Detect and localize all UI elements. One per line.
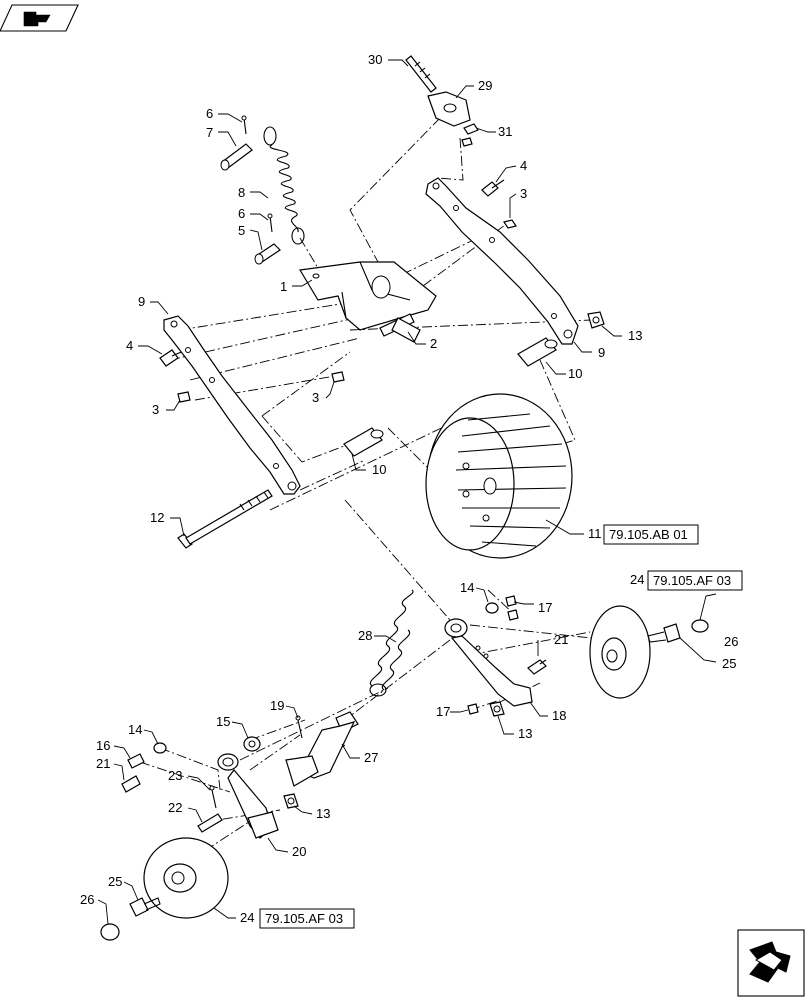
nav-back-icon[interactable] bbox=[0, 4, 79, 32]
callout-21-upper: 21 bbox=[554, 632, 568, 647]
part-14-washer-upper bbox=[485, 602, 499, 614]
part-22-pin bbox=[197, 813, 223, 833]
callout-6-upper: 6 bbox=[206, 106, 213, 121]
callout-25-right: 25 bbox=[722, 656, 736, 671]
callout-29: 29 bbox=[478, 78, 492, 93]
ref-wheel-text[interactable]: 79.105.AB 01 bbox=[609, 527, 688, 542]
callout-17-upper: 17 bbox=[538, 600, 552, 615]
part-15-washer bbox=[243, 736, 261, 752]
part-26-cap-right bbox=[691, 619, 709, 633]
ref-wheel-link[interactable]: 79.105.AB 01 bbox=[603, 524, 699, 545]
callout-24-left: 24 bbox=[240, 910, 254, 925]
callout-13-low: 13 bbox=[316, 806, 330, 821]
part-26-cap-left bbox=[100, 923, 120, 941]
part-23-pin bbox=[209, 785, 217, 809]
part-6-pin-lower bbox=[267, 213, 273, 233]
part-17-nut-upper bbox=[505, 595, 519, 621]
callout-18: 18 bbox=[552, 708, 566, 723]
callout-4-lower: 4 bbox=[126, 338, 133, 353]
part-14-washer-lower bbox=[153, 742, 167, 754]
part-5-pin bbox=[254, 243, 281, 265]
callout-23: 23 bbox=[168, 768, 182, 783]
callout-11: 11 bbox=[588, 526, 602, 541]
callout-14-lower: 14 bbox=[128, 722, 142, 737]
callout-3-mid: 3 bbox=[312, 390, 319, 405]
part-13-nut-low bbox=[283, 793, 299, 809]
callout-3-left: 3 bbox=[152, 402, 159, 417]
part-18-arm bbox=[444, 618, 533, 707]
callout-13-mid: 13 bbox=[518, 726, 532, 741]
callout-31: 31 bbox=[498, 124, 512, 139]
callout-28: 28 bbox=[358, 628, 372, 643]
callout-8: 8 bbox=[238, 185, 245, 200]
callout-3-upper: 3 bbox=[520, 186, 527, 201]
callout-24-right: 24 bbox=[630, 572, 644, 587]
part-17-nut-lower bbox=[467, 703, 479, 715]
part-7-pin bbox=[220, 143, 253, 171]
part-21-bolt-lower bbox=[121, 775, 141, 793]
callout-9-left: 9 bbox=[138, 294, 145, 309]
callout-10-left: 10 bbox=[372, 462, 386, 477]
callout-4-upper: 4 bbox=[520, 158, 527, 173]
callout-30: 30 bbox=[368, 52, 382, 67]
callout-7: 7 bbox=[206, 125, 213, 140]
part-21-bolt-upper bbox=[527, 659, 547, 675]
part-24-disc-right bbox=[589, 605, 651, 699]
part-8-spring bbox=[263, 126, 305, 245]
callout-17-lower: 17 bbox=[436, 704, 450, 719]
part-13-nut-mid bbox=[489, 701, 505, 717]
part-3-nut-a bbox=[503, 219, 517, 229]
ref-disc-right-text[interactable]: 79.105.AF 03 bbox=[653, 573, 731, 588]
nav-forward-icon[interactable] bbox=[737, 929, 805, 997]
part-2-bolt bbox=[379, 313, 421, 343]
part-30-bolt bbox=[405, 55, 437, 93]
part-4-bolt-upper bbox=[481, 179, 505, 197]
callout-10-right: 10 bbox=[568, 366, 582, 381]
ref-disc-left-link[interactable]: 79.105.AF 03 bbox=[259, 908, 355, 929]
callout-19: 19 bbox=[270, 698, 284, 713]
callout-26-left: 26 bbox=[80, 892, 94, 907]
part-20-arm bbox=[217, 753, 279, 839]
callout-22: 22 bbox=[168, 800, 182, 815]
part-1-bracket bbox=[299, 261, 437, 331]
part-27-post bbox=[285, 711, 359, 787]
part-6-pin-upper bbox=[241, 115, 247, 135]
part-29-clamp bbox=[427, 91, 471, 127]
part-11-wheel bbox=[425, 393, 573, 559]
callout-26-right: 26 bbox=[724, 634, 738, 649]
callout-25-left: 25 bbox=[108, 874, 122, 889]
callout-1: 1 bbox=[280, 279, 287, 294]
callout-6-lower: 6 bbox=[238, 206, 245, 221]
part-31-bolts bbox=[461, 123, 479, 147]
ref-disc-right-link[interactable]: 79.105.AF 03 bbox=[647, 570, 743, 591]
callout-2: 2 bbox=[430, 336, 437, 351]
leader-lines bbox=[97, 59, 717, 925]
callout-5: 5 bbox=[238, 223, 245, 238]
part-24-disc-left bbox=[143, 837, 229, 919]
callout-12: 12 bbox=[150, 510, 164, 525]
callout-13-top: 13 bbox=[628, 328, 642, 343]
callout-15: 15 bbox=[216, 714, 230, 729]
part-9-arm-left bbox=[163, 315, 301, 495]
callout-21-lower: 21 bbox=[96, 756, 110, 771]
callout-14-upper: 14 bbox=[460, 580, 474, 595]
callout-labels: 30 29 31 6 7 8 6 5 4 3 1 2 9 4 3 3 13 9 … bbox=[80, 52, 738, 925]
part-3-nut-c bbox=[177, 391, 191, 403]
callout-20: 20 bbox=[292, 844, 306, 859]
part-10-sleeve-left bbox=[343, 427, 384, 457]
callout-9-right: 9 bbox=[598, 345, 605, 360]
callout-27: 27 bbox=[364, 750, 378, 765]
part-3-nut-b bbox=[331, 371, 345, 383]
callout-16: 16 bbox=[96, 738, 110, 753]
ref-disc-left-text[interactable]: 79.105.AF 03 bbox=[265, 911, 343, 926]
part-28-spring bbox=[369, 589, 414, 697]
part-19-pin bbox=[295, 715, 303, 739]
part-16-bolt bbox=[127, 753, 145, 769]
part-9-arm-right bbox=[425, 177, 579, 345]
part-13-nut-top bbox=[587, 311, 605, 329]
part-25-bolt-right bbox=[647, 623, 681, 643]
part-10-sleeve-right bbox=[517, 337, 558, 367]
part-12-long-bolt bbox=[177, 489, 273, 549]
